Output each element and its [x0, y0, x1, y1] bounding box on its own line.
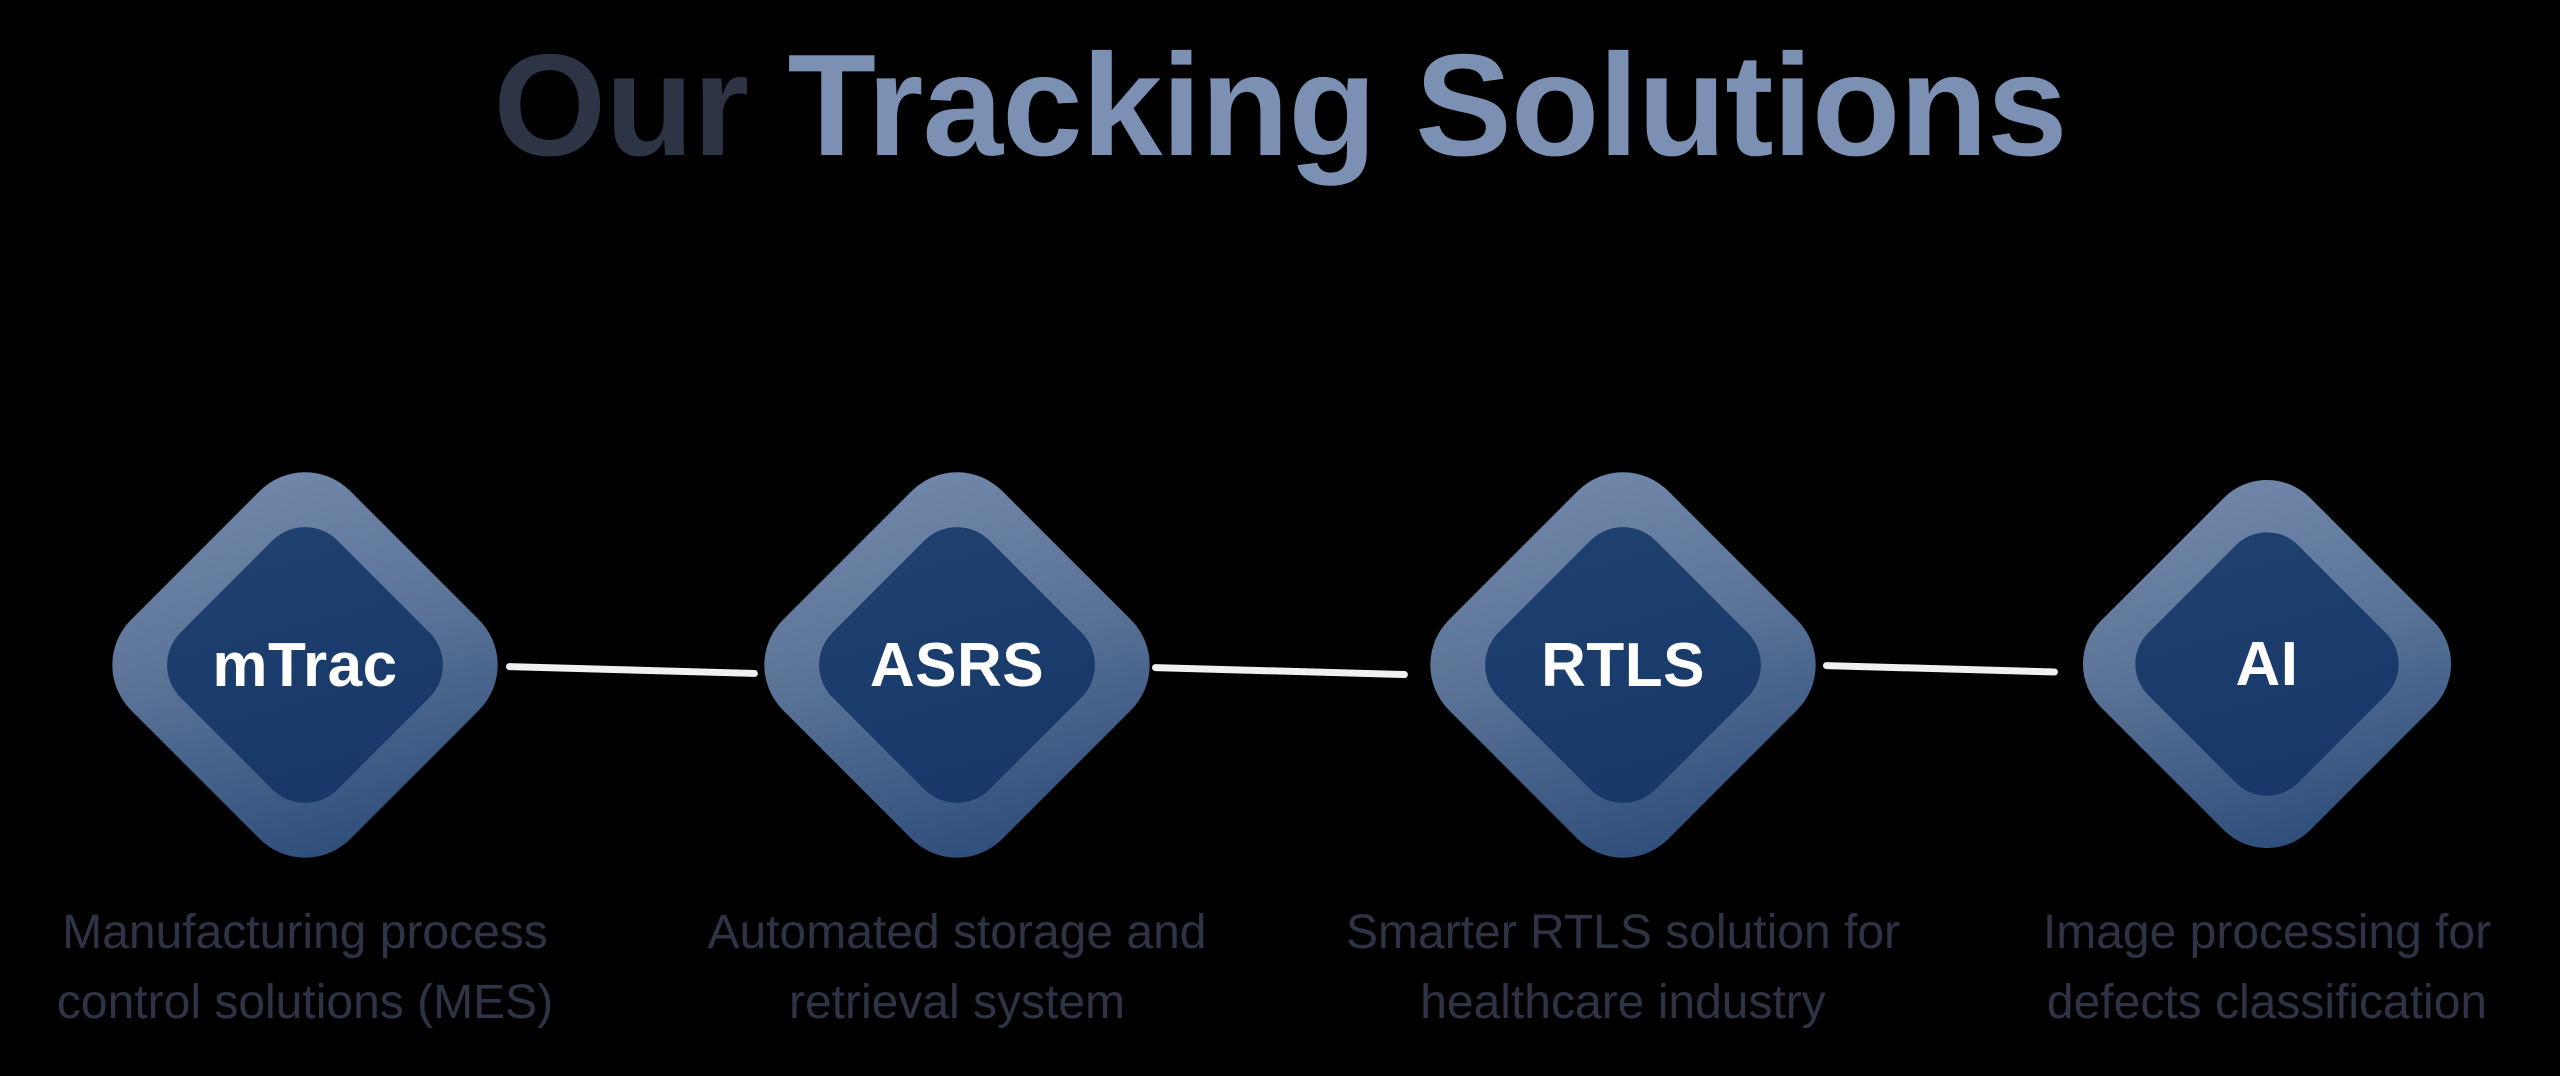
solution-label-ai: AI — [2235, 629, 2299, 699]
description-line: Image processing for — [2042, 906, 2492, 959]
solution-description-ai: Image processing for defects classificat… — [1947, 898, 2560, 1038]
description-line: Smarter RTLS solution for — [1346, 906, 1900, 959]
connector-line — [1822, 662, 2059, 676]
solution-node-ai: AI — [2057, 454, 2477, 874]
title-segment-tracking-solutions: Tracking Solutions — [787, 24, 2067, 186]
page-title: Our Tracking Solutions — [0, 24, 2560, 186]
solution-description-asrs: Automated storage and retrieval system — [637, 898, 1277, 1038]
description-line: Automated storage and — [707, 906, 1207, 959]
title-segment-our: Our — [493, 24, 788, 186]
solution-node-asrs: ASRS — [737, 445, 1177, 885]
description-line: retrieval system — [788, 976, 1126, 1029]
connector-line — [1151, 664, 1408, 679]
solution-node-rtls: RTLS — [1403, 445, 1843, 885]
connector-line — [505, 663, 758, 678]
solution-label-mtrac: mTrac — [212, 630, 398, 700]
description-line: defects classification — [2046, 976, 2488, 1029]
solution-description-rtls: Smarter RTLS solution for healthcare ind… — [1303, 898, 1943, 1038]
description-line: Manufacturing process — [62, 906, 548, 959]
solution-label-asrs: ASRS — [869, 630, 1045, 700]
solution-description-mtrac: Manufacturing process control solutions … — [0, 898, 625, 1038]
solution-label-rtls: RTLS — [1541, 630, 1705, 700]
description-line: healthcare industry — [1420, 976, 1826, 1029]
solution-node-mtrac: mTrac — [85, 445, 525, 885]
description-line: control solutions (MES) — [56, 976, 554, 1029]
